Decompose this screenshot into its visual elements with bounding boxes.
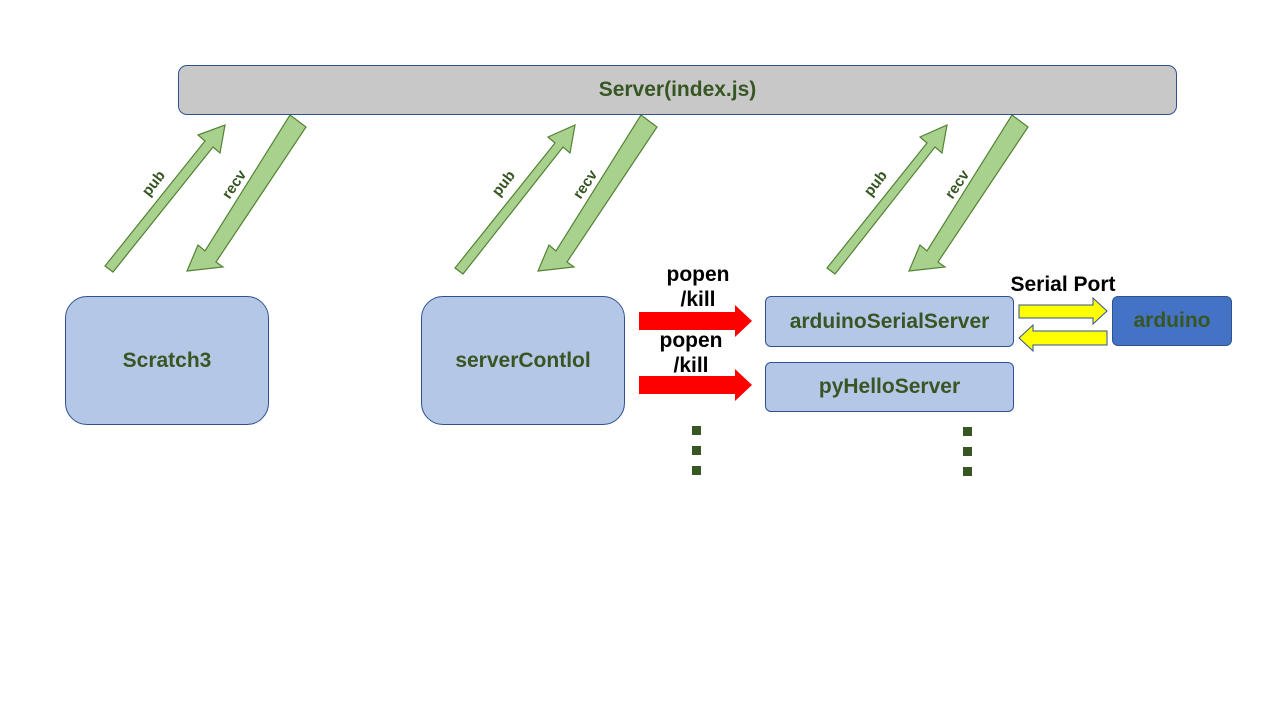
recv-arrow-scratch <box>186 114 307 272</box>
arduino-node: arduino <box>1112 296 1232 346</box>
arduino-serial-server-label: arduinoSerialServer <box>789 309 990 333</box>
serial-port-label: Serial Port <box>1010 273 1116 296</box>
pub-arrow-control <box>454 123 576 275</box>
pub-arrow-scratch <box>104 124 226 273</box>
server-control-label: serverContlol <box>455 348 591 372</box>
py-hello-server-node: pyHelloServer <box>765 362 1014 412</box>
ellipsis-dot <box>692 426 701 435</box>
server-bar: Server(index.js) <box>178 65 1177 115</box>
ellipsis-dot <box>692 466 701 475</box>
server-label: Server(index.js) <box>598 78 757 101</box>
popen-kill-label-2: popen /kill <box>659 329 723 377</box>
serial-arrow-to-arduino <box>1018 296 1108 326</box>
serial-arrow-from-arduino <box>1018 323 1108 353</box>
ellipsis-dot <box>692 446 701 455</box>
recv-arrow-serial <box>908 114 1029 272</box>
arduino-serial-server-node: arduinoSerialServer <box>765 296 1014 347</box>
scratch3-node: Scratch3 <box>65 296 269 425</box>
popen-arrow-2 <box>639 369 752 401</box>
server-control-node: serverContlol <box>421 296 625 425</box>
popen-arrow-1 <box>639 305 752 337</box>
pub-arrow-serial <box>826 123 948 275</box>
recv-arrow-control <box>537 114 658 272</box>
ellipsis-dot <box>963 467 972 476</box>
ellipsis-dot <box>963 427 972 436</box>
py-hello-server-label: pyHelloServer <box>818 375 961 398</box>
scratch3-label: Scratch3 <box>122 348 212 372</box>
arduino-label: arduino <box>1133 309 1211 332</box>
popen-kill-label-1: popen /kill <box>666 263 730 311</box>
ellipsis-dot <box>963 447 972 456</box>
